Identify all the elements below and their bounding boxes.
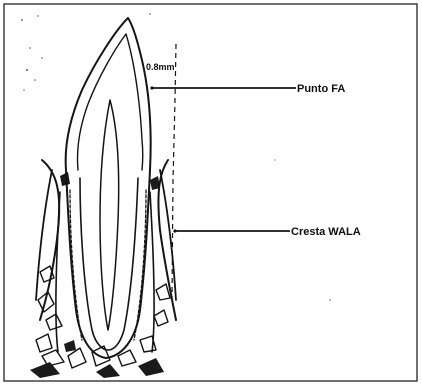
pulp-chamber: [100, 100, 119, 330]
figure-frame: [4, 4, 417, 381]
ligament-texture: [70, 190, 146, 340]
measurement-label: 0.8mm: [146, 62, 175, 72]
gingiva-right: [158, 160, 176, 320]
vertical-reference-line: [172, 44, 176, 300]
fa-point-marker: [150, 86, 153, 89]
wala-ridge-label: Cresta WALA: [291, 226, 361, 238]
wala-ridge-marker: [173, 229, 176, 232]
fa-point-label: Punto FA: [297, 83, 345, 95]
